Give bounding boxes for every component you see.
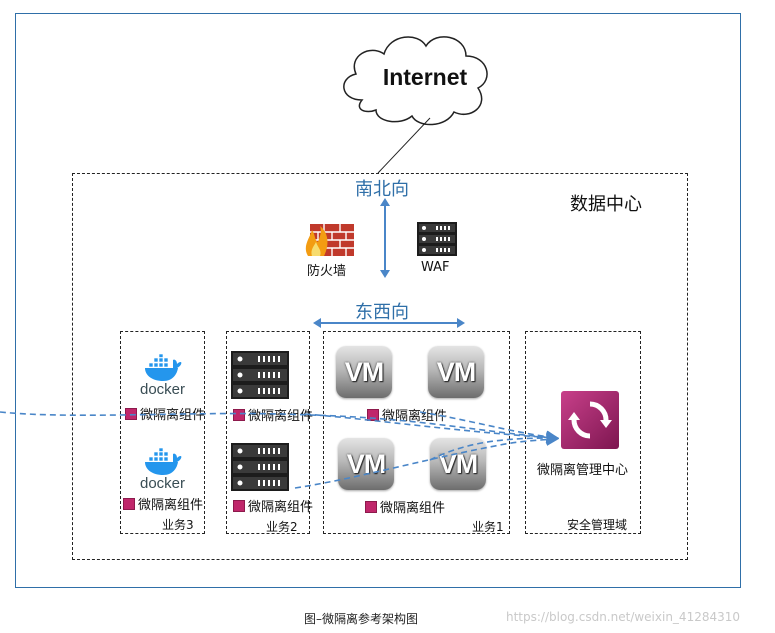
- business2-label: 业务2: [266, 520, 298, 534]
- server-rack-icon: [231, 351, 289, 399]
- microseg-component-b2-top: 微隔离组件: [233, 405, 313, 424]
- microseg-component-b1-bottom: 微隔离组件: [365, 497, 445, 516]
- mgmt-center-label: 微隔离管理中心: [537, 463, 629, 478]
- docker-logo-text: docker: [140, 381, 186, 398]
- internet-cloud: [343, 36, 488, 126]
- server-rack-icon: [231, 443, 289, 491]
- watermark-url: https://blog.csdn.net/weixin_41284310: [506, 610, 741, 624]
- docker-logo-text: docker: [140, 475, 186, 492]
- component-label: 微隔离组件: [380, 501, 446, 516]
- component-label: 微隔离组件: [248, 500, 314, 515]
- microseg-component-b1-top: 微隔离组件: [367, 405, 447, 424]
- business3-label: 业务3: [162, 518, 194, 532]
- business2-box: [226, 331, 310, 534]
- internet-label: Internet: [382, 64, 468, 90]
- vm-icon: VM: [430, 438, 486, 490]
- microseg-agent-icon: [233, 408, 245, 421]
- vm-icon: VM: [428, 346, 484, 398]
- firewall-icon: [305, 224, 354, 256]
- vm-icon: VM: [336, 346, 392, 398]
- microseg-manager-icon: [561, 391, 619, 449]
- business1-box: [323, 331, 510, 534]
- microseg-component-b3-top: 微隔离组件: [125, 404, 205, 423]
- vm-icon: VM: [338, 438, 394, 490]
- north-south-label: 南北向: [355, 179, 409, 200]
- waf-label: WAF: [421, 260, 450, 275]
- component-label: 微隔离组件: [382, 409, 448, 424]
- east-west-label: 东西向: [355, 302, 409, 323]
- microseg-component-b3-bottom: 微隔离组件: [123, 494, 203, 513]
- firewall-label: 防火墙: [307, 264, 347, 279]
- security-domain-label: 安全管理域: [567, 518, 628, 532]
- microseg-component-b2-bottom: 微隔离组件: [233, 496, 313, 515]
- microseg-agent-icon: [125, 407, 137, 420]
- business3-box: [120, 331, 205, 534]
- figure-frame: [15, 13, 741, 588]
- north-south-arrow: [380, 198, 390, 278]
- docker-whale-icon: [145, 354, 182, 381]
- east-west-arrow: [313, 318, 465, 328]
- microseg-agent-icon: [233, 499, 245, 512]
- waf-server-icon: [417, 222, 457, 256]
- business1-label: 业务1: [472, 520, 504, 534]
- component-label: 微隔离组件: [138, 498, 204, 513]
- component-label: 微隔离组件: [140, 408, 206, 423]
- figure-caption: 图–微隔离参考架构图: [304, 612, 419, 626]
- microseg-agent-icon: [365, 500, 377, 513]
- datacenter-boundary: [72, 173, 688, 560]
- docker-whale-icon: [145, 448, 182, 475]
- microseg-agent-icon: [123, 497, 135, 510]
- datacenter-label: 数据中心: [570, 194, 642, 215]
- component-label: 微隔离组件: [248, 409, 314, 424]
- security-domain-box: [525, 331, 641, 534]
